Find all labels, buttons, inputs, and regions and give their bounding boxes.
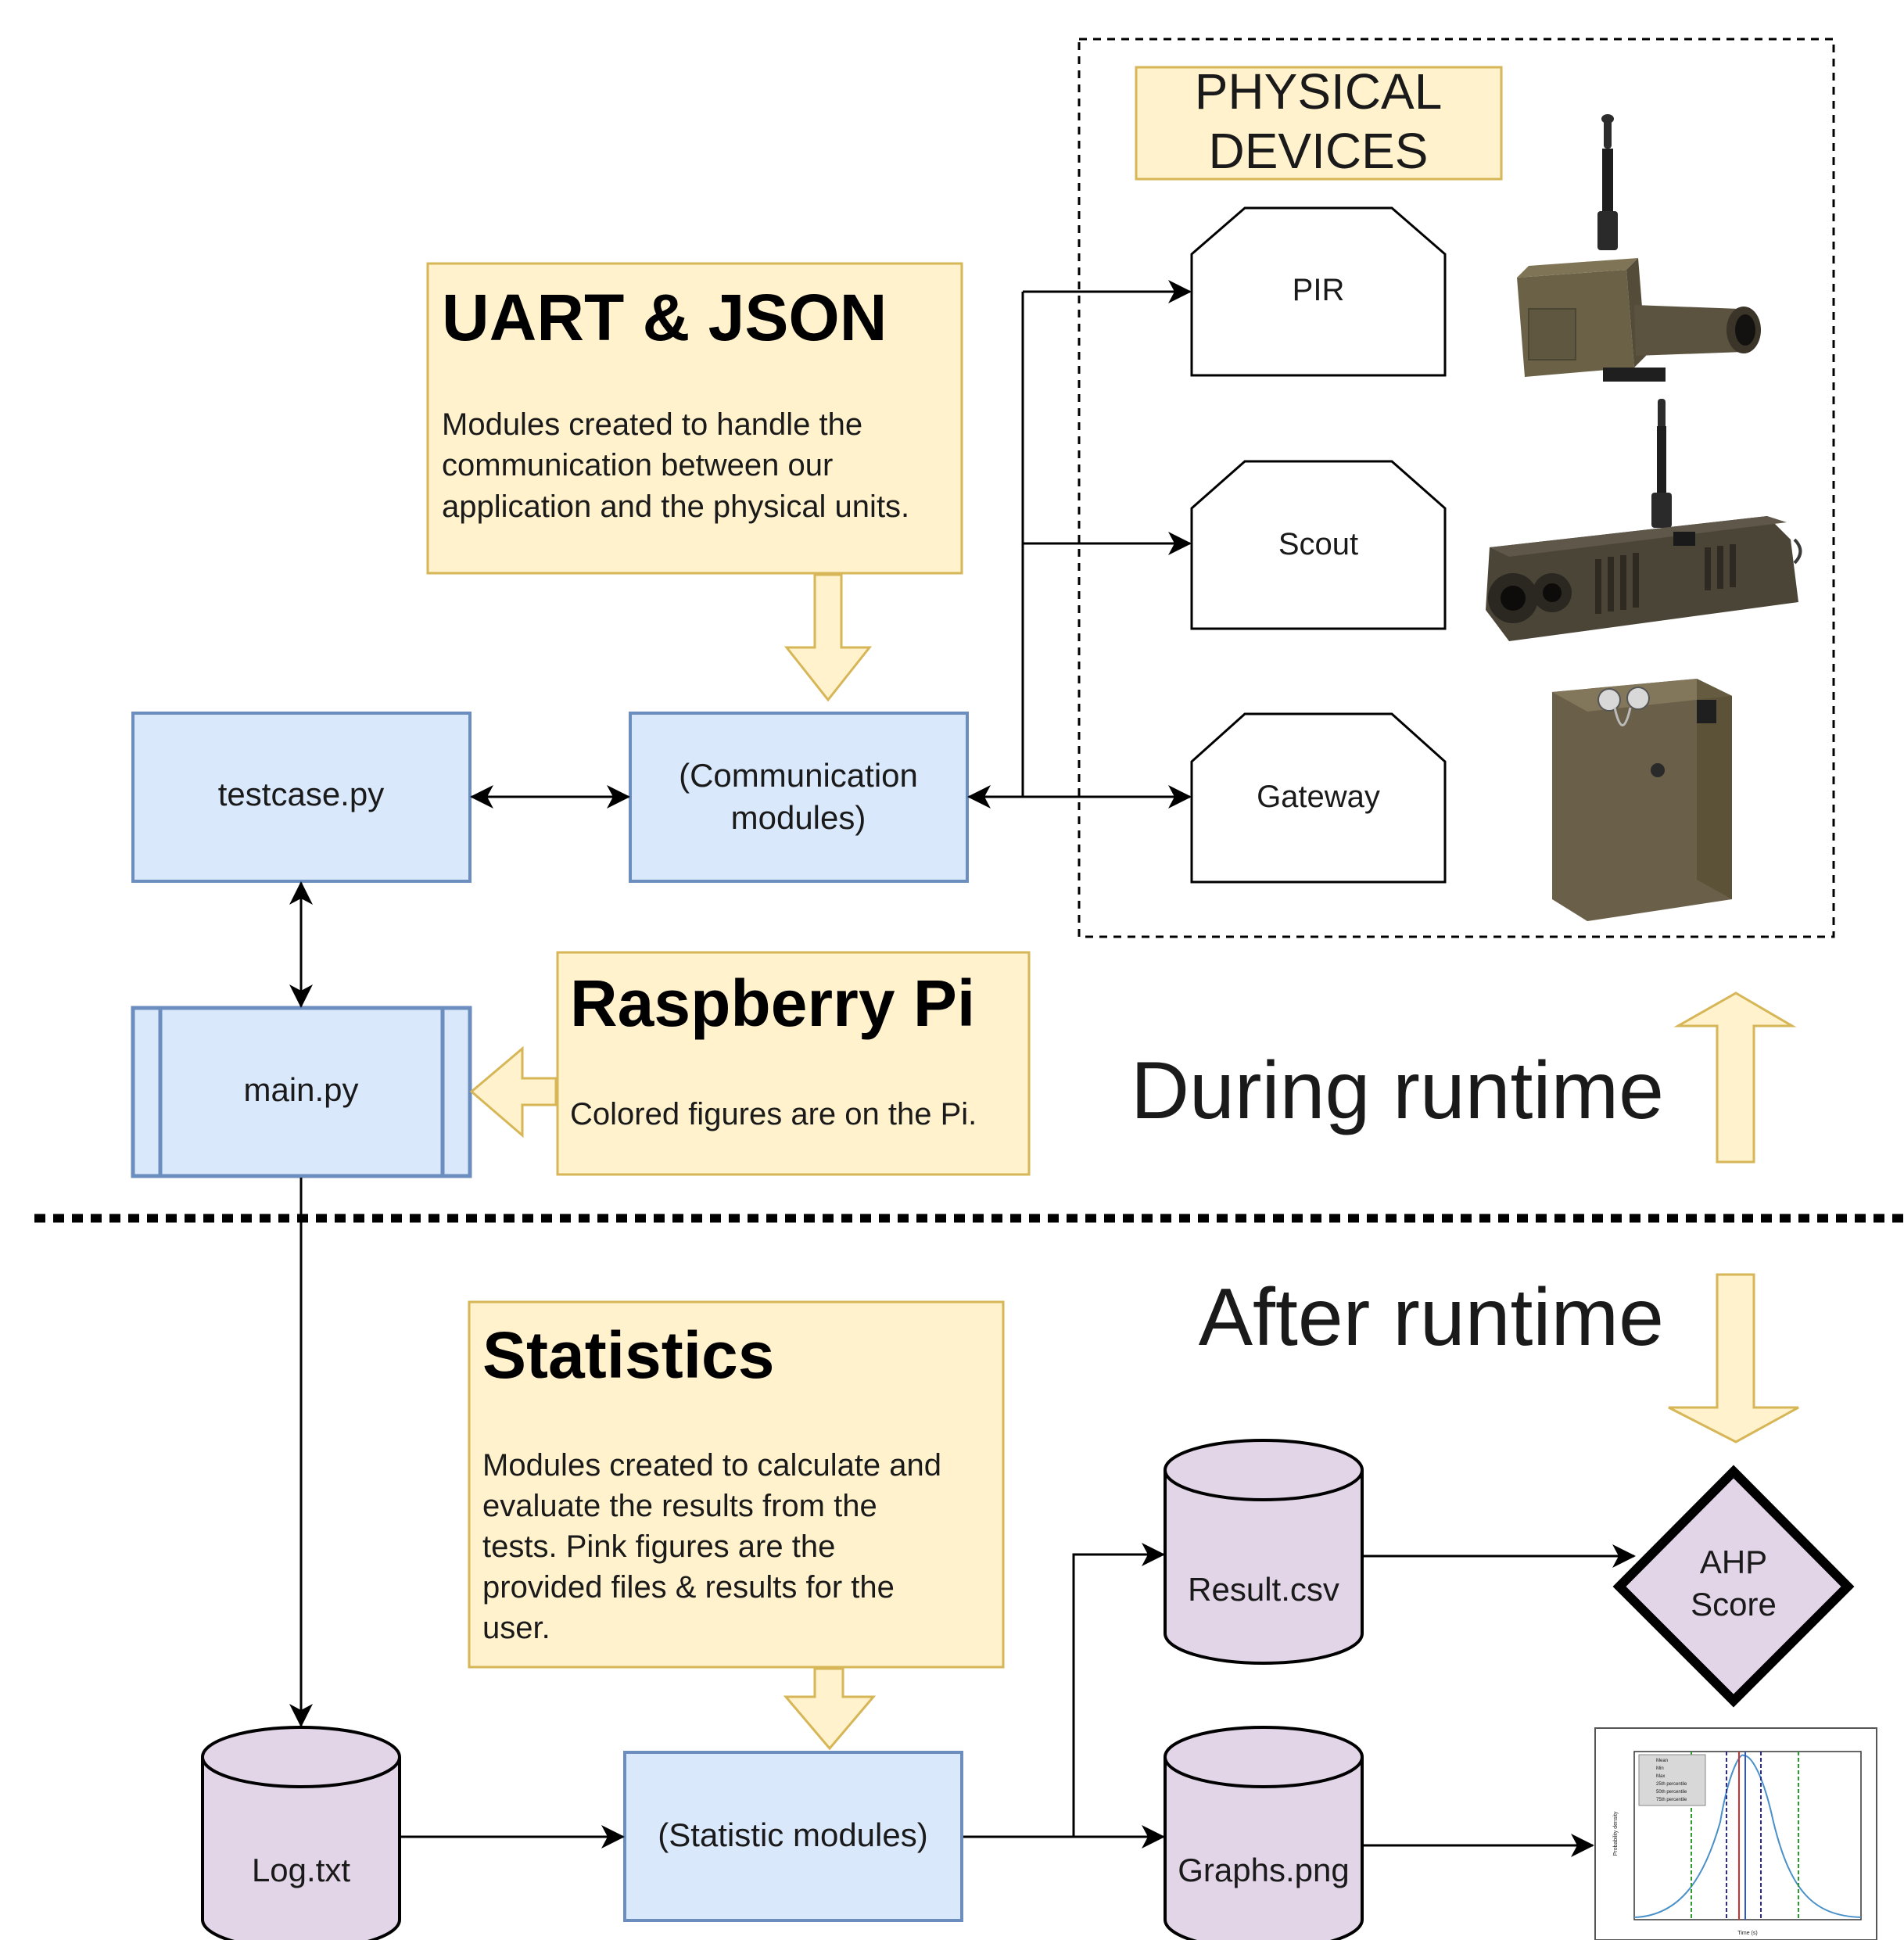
raspberry-pi-body: Colored figures are on the Pi. — [570, 1097, 977, 1131]
uart-json-title: UART & JSON — [442, 281, 887, 354]
pir-device-image — [1517, 114, 1761, 382]
graph-legend-5: 50th percentile — [1656, 1790, 1687, 1795]
physical-devices-group — [1077, 38, 1835, 938]
physical-devices-label-box — [1135, 66, 1503, 181]
graph-xlabel: Time (s) — [1737, 1931, 1757, 1936]
statistics-line-5: user. — [482, 1611, 550, 1645]
statistic-modules-node — [623, 1751, 963, 1922]
uart-json-line-2: communication between our — [442, 448, 833, 482]
raspberry-pi-note — [556, 951, 1031, 1176]
pi-block-arrow — [469, 1045, 558, 1139]
statistics-block-arrow — [783, 1667, 877, 1751]
ahp-score-line2: Score — [1691, 1586, 1777, 1623]
log-cylinder — [201, 1726, 401, 1940]
graph-legend-2: Min — [1656, 1766, 1664, 1771]
main-node — [131, 1006, 472, 1178]
statistic-modules-label: (Statistic modules) — [658, 1816, 927, 1853]
physical-devices-title-line1: PHYSICAL — [1195, 63, 1443, 120]
device-scout-shape — [1190, 460, 1447, 630]
graph-legend-1: Mean — [1656, 1759, 1668, 1763]
uart-json-line-1: Modules created to handle the — [442, 407, 862, 442]
uart-json-note — [426, 262, 963, 575]
graph-legend-4: 25th percentile — [1656, 1782, 1687, 1787]
statistics-line-2: evaluate the results from the — [482, 1489, 877, 1523]
ahp-score-diamond — [1612, 1465, 1855, 1708]
statistics-note — [468, 1300, 1005, 1669]
device-gateway-shape — [1190, 712, 1447, 884]
raspberry-pi-title: Raspberry Pi — [570, 966, 975, 1040]
testcase-node — [131, 712, 472, 883]
device-scout-label: Scout — [1278, 527, 1358, 561]
graph-thumbnail: Mean Min Max 25th percentile 50th percen… — [1594, 1727, 1877, 1940]
device-pir-label: PIR — [1293, 273, 1345, 307]
log-label: Log.txt — [252, 1852, 350, 1888]
statistics-line-4: provided files & results for the — [482, 1570, 895, 1605]
main-label: main.py — [243, 1071, 358, 1108]
result-cylinder — [1164, 1439, 1364, 1665]
after-runtime-label: After runtime — [1199, 1272, 1664, 1363]
communication-modules-line1: (Communication — [679, 757, 918, 794]
statistics-line-1: Modules created to calculate and — [482, 1448, 941, 1483]
uart-block-arrow — [783, 573, 873, 702]
during-runtime-label: During runtime — [1131, 1045, 1664, 1136]
after-runtime-down-arrow — [1668, 1273, 1799, 1443]
statistics-line-3: tests. Pink figures are the — [482, 1529, 835, 1564]
testcase-label: testcase.py — [218, 776, 384, 812]
result-label: Result.csv — [1188, 1571, 1339, 1608]
communication-modules-line2: modules) — [731, 799, 866, 836]
graph-legend-3: Max — [1656, 1774, 1665, 1779]
statistics-title: Statistics — [482, 1318, 775, 1392]
uart-json-line-3: application and the physical units. — [442, 489, 909, 524]
physical-devices-title-line2: DEVICES — [1209, 123, 1429, 179]
graphs-cylinder — [1164, 1726, 1364, 1940]
scout-device-image — [1486, 399, 1802, 641]
during-runtime-up-arrow — [1673, 992, 1797, 1164]
graph-ylabel: Probability density — [1613, 1811, 1619, 1856]
communication-modules-node — [629, 712, 969, 883]
ahp-score-line1: AHP — [1700, 1544, 1767, 1580]
gateway-device-image — [1552, 679, 1732, 921]
edge-stat-result — [1072, 1543, 1165, 1837]
graph-legend-6: 75th percentile — [1656, 1798, 1687, 1802]
device-pir-shape — [1190, 206, 1447, 377]
device-gateway-label: Gateway — [1257, 780, 1380, 814]
graphs-label: Graphs.png — [1178, 1852, 1349, 1888]
